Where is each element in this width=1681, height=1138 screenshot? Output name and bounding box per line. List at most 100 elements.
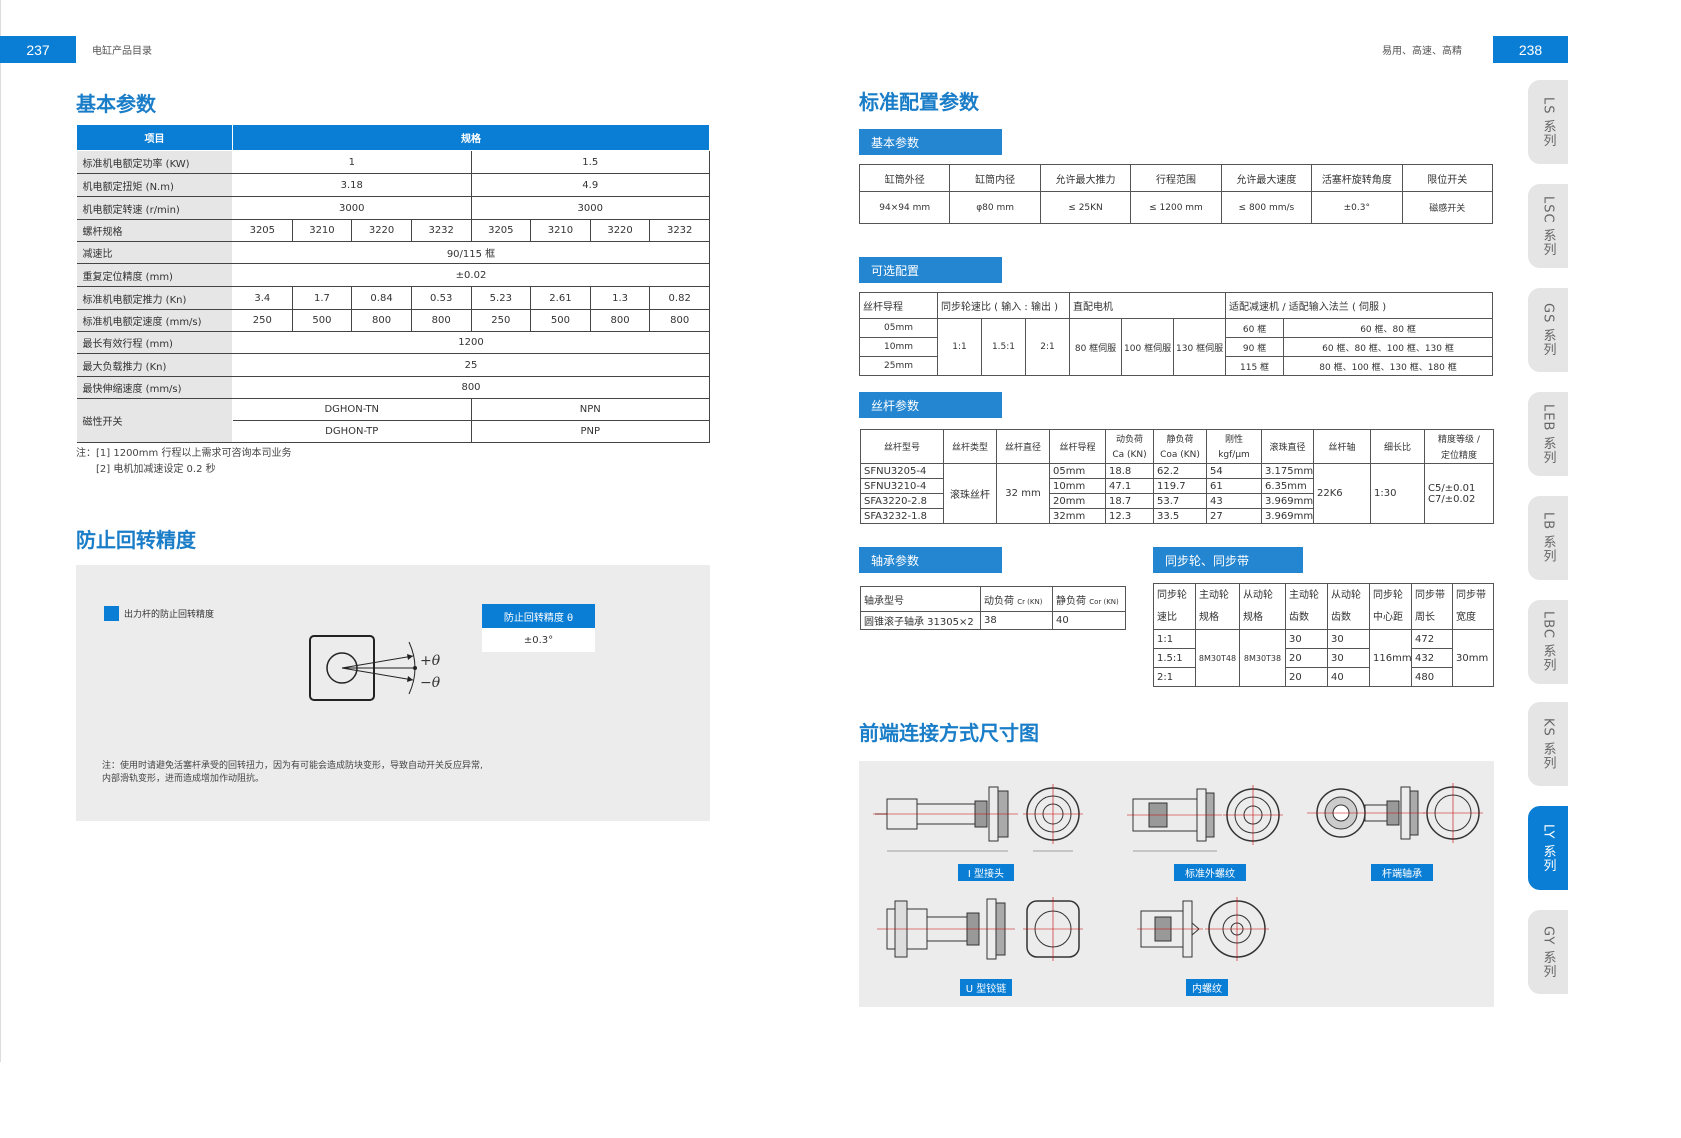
cell: 115 框 <box>1225 356 1285 376</box>
cell: 43 <box>1206 493 1262 509</box>
cell: 250 <box>232 309 293 332</box>
tab-ly-series[interactable]: LY 系列 <box>1528 806 1568 890</box>
header-cell: 细长比 <box>1370 429 1425 464</box>
cell: 0.82 <box>649 286 710 310</box>
cell: 8M30T38 <box>1239 629 1286 687</box>
anti-rotation-title: 防止回转精度 <box>76 528 196 552</box>
precision-box-title: 防止回转精度 θ <box>482 604 595 628</box>
screw-tag: 丝杆参数 <box>859 392 1002 418</box>
cell: ≤ 1200 mm <box>1130 191 1222 224</box>
tab-leb-series[interactable]: LEB 系列 <box>1528 392 1568 476</box>
header-cell: 缸筒内径 <box>949 164 1041 192</box>
header-cell: 从动轮 <box>1327 583 1370 603</box>
row-name: 最大负载推力 (Kn) <box>76 353 233 377</box>
cell: 1:30 <box>1370 463 1425 524</box>
i-joint-drawing <box>873 784 1083 852</box>
cell: 32 mm <box>996 463 1050 524</box>
tab-lbc-series[interactable]: LBC 系列 <box>1528 600 1568 684</box>
cell: 800 <box>590 309 651 332</box>
label-u-hinge: U 型铰链 <box>960 979 1012 996</box>
header-cell: 定位精度 <box>1424 446 1494 464</box>
cell: 1.7 <box>292 286 353 310</box>
cell: 3000 <box>232 196 472 220</box>
header-cell: 中心距 <box>1369 602 1412 630</box>
pulley-tag: 同步轮、同步带 <box>1153 547 1303 573</box>
cell: 90/115 框 <box>232 241 710 264</box>
header-cell: Coa (KN) <box>1153 446 1207 464</box>
right-running-slogan: 易用、高速、高精 <box>1382 46 1462 57</box>
cell: 800 <box>411 309 472 332</box>
cell: 磁感开关 <box>1401 191 1494 224</box>
cell: C5/±0.01 <box>1424 463 1494 494</box>
tab-gs-series[interactable]: GS 系列 <box>1528 288 1568 372</box>
anti-rotation-panel: 出力杆的防止回转精度 防止回转精度 θ ±0.3° +θ −θ 注：使用时请避免… <box>76 565 710 821</box>
cell: 6.35mm <box>1261 478 1314 494</box>
col-spec-header: 规格 <box>232 124 710 151</box>
pulley-table: 同步轮 主动轮 从动轮 主动轮 从动轮 同步轮 同步带 同步带 速比 规格 规格… <box>1153 583 1494 687</box>
cell: 3205 <box>471 219 532 242</box>
cell: 1.5:1 <box>981 318 1026 376</box>
cell: 61 <box>1206 478 1262 494</box>
cell: 20 <box>1285 667 1328 687</box>
cell: SFNU3205-4 <box>860 463 944 479</box>
cell: 3.175mm <box>1261 463 1314 479</box>
cell: 60 框、80 框 <box>1283 318 1493 338</box>
cell: 1200 <box>232 331 710 354</box>
tab-ks-series[interactable]: KS 系列 <box>1528 702 1568 786</box>
cell: 1.5 <box>471 150 710 174</box>
header-cell: 丝杆类型 <box>943 429 997 464</box>
cell: 3232 <box>411 219 472 242</box>
header-cell: 允许最大推力 <box>1039 164 1132 192</box>
cell: 0.53 <box>411 286 472 310</box>
cell: 119.7 <box>1153 478 1207 494</box>
header-text: 动负荷 <box>984 595 1014 607</box>
row-name: 磁性开关 <box>76 398 233 443</box>
header-cell: 缸筒外径 <box>858 164 951 192</box>
tab-ls-series[interactable]: LS 系列 <box>1528 80 1568 164</box>
cell: 60 框 <box>1225 318 1285 338</box>
cell: 0.84 <box>351 286 412 310</box>
cell: 30mm <box>1452 629 1494 687</box>
cell: 25mm <box>859 356 938 376</box>
cell: SFA3220-2.8 <box>860 493 944 509</box>
header-cell: 适配减速机 / 适配输入法兰 ( 伺服 ) <box>1225 292 1493 319</box>
tab-label: LEB 系列 <box>1540 403 1556 465</box>
header-cell: 丝杆轴 <box>1313 429 1371 464</box>
cell: 116mm <box>1369 629 1412 687</box>
cell: 3.969mm <box>1261 508 1314 524</box>
cell: 500 <box>530 309 591 332</box>
cell: DGHON-TN <box>232 398 472 421</box>
cell: 60 框、80 框、100 框、130 框 <box>1283 337 1493 357</box>
tab-gy-series[interactable]: GY 系列 <box>1528 910 1568 994</box>
cell: 2:1 <box>1153 667 1196 687</box>
cell: ≤ 25KN <box>1039 191 1132 224</box>
cell: ±0.02 <box>232 263 710 287</box>
header-cell: 丝杆型号 <box>860 429 944 464</box>
cell: NPN <box>471 398 710 421</box>
anti-rotation-note: 注：使用时请避免活塞杆承受的回转扭力，因为有可能会造成防块变形，导致自动开关反应… <box>102 760 483 786</box>
cell: 22K6 <box>1313 463 1371 524</box>
cell: 54 <box>1206 463 1262 479</box>
cell: 18.8 <box>1105 463 1154 479</box>
row-name: 重复定位精度 (mm) <box>76 263 233 287</box>
cell: 80 框、100 框、130 框、180 框 <box>1283 356 1493 376</box>
standard-config-title: 标准配置参数 <box>859 90 979 114</box>
rod-end-bearing-drawing <box>1307 783 1483 843</box>
cell: 250 <box>471 309 532 332</box>
cell: 100 框伺服 <box>1121 318 1175 376</box>
connections-title: 前端连接方式尺寸图 <box>859 721 1039 745</box>
cell: 3205 <box>232 219 293 242</box>
tab-lb-series[interactable]: LB 系列 <box>1528 496 1568 580</box>
cell: DGHON-TP <box>232 420 472 443</box>
cell: 500 <box>292 309 353 332</box>
cell: 05mm <box>1049 463 1106 479</box>
cell: 30 <box>1327 629 1370 649</box>
header-cell: 宽度 <box>1452 602 1494 630</box>
row-name: 机电额定扭矩 (N.m) <box>76 173 233 197</box>
cell: 圆锥滚子轴承 31305×2 <box>860 611 981 630</box>
cell: 1:1 <box>937 318 982 376</box>
bearing-table: 轴承型号 动负荷 Cr (KN) 静负荷 Cor (KN) 圆锥滚子轴承 313… <box>860 586 1126 630</box>
basic-params-table: 项目 规格 标准机电额定功率 (KW) 1 1.5 机电额定扭矩 (N.m) 3… <box>76 124 710 443</box>
tab-lsc-series[interactable]: LSC 系列 <box>1528 184 1568 268</box>
cell: 3232 <box>649 219 710 242</box>
